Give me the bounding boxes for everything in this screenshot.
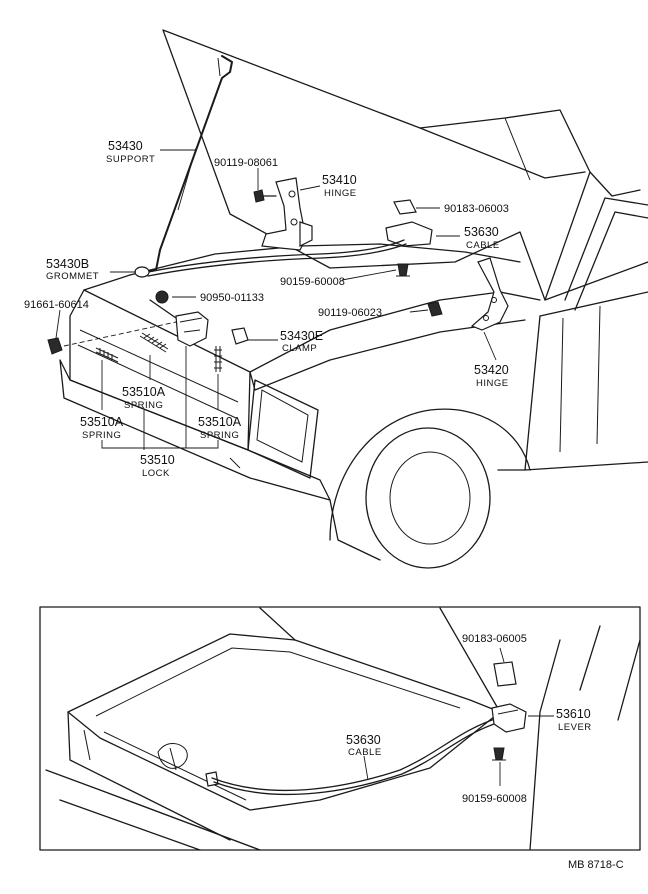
wheel-hub: [389, 451, 471, 545]
labels-inset: 90183-06005 53610 LEVER 53630 CABLE 9015…: [346, 633, 592, 805]
label-53420: 53420: [474, 363, 509, 377]
label-53510A-right: 53510A: [198, 415, 242, 429]
clip-90183-06003: [393, 199, 417, 215]
plug-90950-01133: [155, 290, 169, 304]
label-hinge-right: HINGE: [476, 378, 509, 389]
label-53510A-upper: 53510A: [122, 385, 166, 399]
label-90183-06005: 90183-06005: [462, 633, 527, 645]
front-panel: [69, 289, 251, 451]
headlamp: [247, 379, 319, 479]
fender-top: [249, 291, 541, 373]
leader-lines-top: [55, 147, 497, 450]
label-53430: 53430: [108, 139, 143, 153]
label-cable: CABLE: [466, 240, 500, 251]
leader-lines-inset: [363, 647, 554, 786]
label-91661-60614: 91661-60614: [24, 299, 89, 311]
label-hinge-left: HINGE: [324, 188, 357, 199]
label-90119-08061: 90119-08061: [214, 157, 278, 169]
label-53510A-left: 53510A: [80, 415, 124, 429]
label-90183-06003: 90183-06003: [444, 203, 509, 215]
body-side: [524, 315, 648, 471]
label-90119-06023: 90119-06023: [318, 307, 382, 319]
label-grommet: GROMMET: [46, 271, 99, 282]
figure-code: MB 8718-C: [568, 859, 624, 871]
front-bumper: [59, 359, 331, 501]
label-inset-cable: CABLE: [348, 747, 382, 758]
spring-upper: [139, 332, 169, 353]
spring-left: [95, 347, 119, 363]
label-clamp: CLAMP: [282, 343, 317, 354]
grommet: [134, 266, 150, 278]
car-body-top: [59, 29, 648, 569]
labels-top: 53430 SUPPORT 90119-08061 53410 HINGE 90…: [24, 139, 509, 479]
inset-frame: [39, 606, 641, 851]
label-lock: LOCK: [142, 468, 170, 479]
hood-hinge-left: [261, 177, 313, 251]
inset-clip-90159-60008: [492, 747, 506, 761]
label-90159-60008: 90159-60008: [280, 276, 345, 288]
label-spring-upper: SPRING: [124, 400, 163, 411]
windshield: [589, 171, 641, 197]
clamp-53430E: [231, 327, 249, 345]
inset-release-cable: [211, 717, 501, 796]
label-inset-90159-60008: 90159-60008: [462, 793, 527, 805]
inset-clip-90183-06005: [493, 661, 517, 687]
label-53410: 53410: [322, 173, 357, 187]
label-90950-01133: 90950-01133: [200, 292, 264, 304]
bolt-90119-08061: [253, 189, 277, 203]
hood-hinge-right: [470, 257, 509, 331]
hood-lock: [149, 299, 209, 347]
car-body-inset: [45, 607, 641, 851]
label-support: SUPPORT: [106, 154, 155, 165]
spring-right: [214, 346, 222, 372]
label-53430B: 53430B: [46, 257, 89, 271]
inset-trunk-lid: [67, 633, 501, 811]
cowl-edge: [129, 243, 521, 276]
inset-emblem: [157, 743, 188, 769]
hood-release-cable: [147, 221, 433, 277]
inset-rear-panel: [67, 711, 231, 841]
front-wheel: [365, 427, 491, 569]
label-spring-left: SPRING: [82, 430, 121, 441]
label-53430E: 53430E: [280, 329, 323, 343]
clip-90159-60008: [396, 263, 410, 277]
bolt-91661-60614: [47, 321, 177, 355]
label-lever: LEVER: [558, 722, 592, 733]
inset-lever: [491, 703, 527, 733]
hood-edge: [419, 127, 586, 179]
label-spring-right: SPRING: [200, 430, 239, 441]
label-53610: 53610: [556, 707, 591, 721]
bolt-90119-06023: [427, 301, 443, 317]
label-inset-53630: 53630: [346, 733, 381, 747]
label-53630: 53630: [464, 225, 499, 239]
label-53510: 53510: [140, 453, 175, 467]
wheel-arch: [329, 408, 531, 541]
